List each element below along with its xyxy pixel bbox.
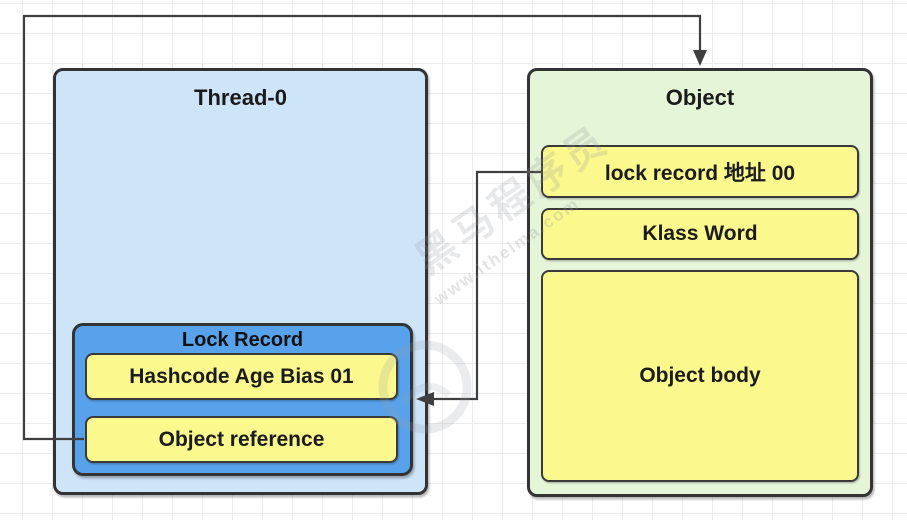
- object-row-klass-word: Klass Word: [541, 208, 859, 260]
- lock-record-row-hashcode-label: Hashcode Age Bias 01: [129, 364, 354, 388]
- lock-record-row-object-reference: Object reference: [85, 416, 398, 463]
- object-row-klass-word-label: Klass Word: [642, 222, 758, 245]
- lock-record-title: Lock Record: [181, 329, 304, 351]
- lock-record-row-object-reference-label: Object reference: [158, 427, 325, 451]
- object-row-lock-record-address-label: lock record 地址 00: [604, 161, 796, 185]
- object-box-title: Object: [665, 85, 735, 110]
- object-row-object-body-label: Object body: [639, 364, 761, 387]
- object-row-lock-record-address: lock record 地址 00: [541, 145, 859, 198]
- object-row-object-body: Object body: [541, 270, 859, 482]
- lock-record-row-hashcode: Hashcode Age Bias 01: [85, 353, 398, 400]
- thread-box-title: Thread-0: [194, 85, 287, 110]
- arrowhead-down-icon: [693, 50, 707, 66]
